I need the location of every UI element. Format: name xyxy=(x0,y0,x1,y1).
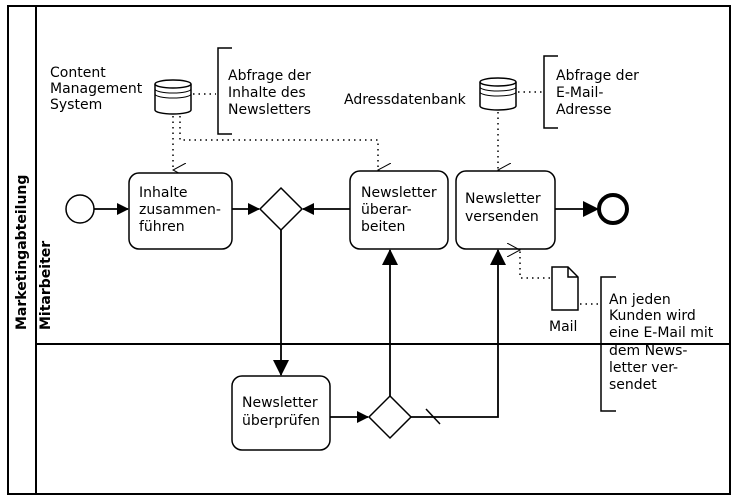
task-label: Inhalte zusammen- führen xyxy=(139,185,225,235)
annotation-line: Abfrage der xyxy=(556,68,639,84)
data-store-adressdatenbank[interactable] xyxy=(479,77,517,111)
database-top xyxy=(479,77,517,87)
task-newsletter-ueberpruefen[interactable]: Newsletter überprüfen xyxy=(231,375,331,451)
cms-label-line: Content xyxy=(50,65,106,81)
annotation-line: E-Mail- xyxy=(556,85,603,101)
task-label: Newsletter überprüfen xyxy=(242,395,322,429)
task-label: Newsletter überar- beiten xyxy=(361,185,441,235)
cms-annotation-text: Abfrage der Inhalte des Newsletters xyxy=(228,68,315,118)
database-icon xyxy=(154,84,192,115)
data-object-mail[interactable] xyxy=(551,266,579,311)
exclusive-gateway-merge[interactable] xyxy=(258,186,304,232)
annotation-line: Newsletters xyxy=(228,102,311,118)
cms-label: Content Management System xyxy=(50,65,147,113)
annotation-line: Adresse xyxy=(556,102,611,118)
task-label-line: überprüfen xyxy=(242,413,320,429)
adressdatenbank-label: Adressdatenbank xyxy=(344,92,467,108)
annotation-line: sendet xyxy=(609,377,657,393)
database-top xyxy=(154,79,192,89)
task-label-line: zusammen- xyxy=(139,202,221,218)
annotation-line: Kunden wird xyxy=(609,308,696,324)
annotation-line: Abfrage der xyxy=(228,68,311,84)
cms-label-line: System xyxy=(50,97,102,113)
task-label-line: Inhalte xyxy=(139,185,187,201)
database-lines xyxy=(479,86,517,97)
task-newsletter-versenden[interactable]: Newsletter versenden xyxy=(455,170,556,250)
pool-frame xyxy=(7,5,731,495)
task-label-line: Newsletter xyxy=(242,395,318,411)
task-label-line: beiten xyxy=(361,219,405,235)
sequence-flow-gateway-versenden xyxy=(411,249,506,418)
task-label: Newsletter versenden xyxy=(465,191,545,225)
document-fold xyxy=(567,267,578,278)
cms-label-line: Management xyxy=(50,81,143,97)
task-label-line: führen xyxy=(139,219,185,235)
default-flow-marker xyxy=(425,408,441,425)
task-label-line: Newsletter xyxy=(465,191,541,207)
database-lines xyxy=(154,88,192,99)
task-label-line: Newsletter xyxy=(361,185,437,201)
data-association-versenden-mail xyxy=(520,250,550,279)
task-inhalte-zusammenfuehren[interactable]: Inhalte zusammen- führen xyxy=(128,172,233,250)
annotation-line: eine E-Mail mit xyxy=(609,325,714,341)
exclusive-gateway-decision[interactable] xyxy=(367,394,413,440)
adress-annotation-text: Abfrage der E-Mail- Adresse xyxy=(556,68,643,118)
data-association-cms-ueberarbeiten xyxy=(179,116,378,170)
annotation-line: Inhalte des xyxy=(228,85,306,101)
end-event[interactable] xyxy=(597,193,629,225)
cms-annotation-bracket xyxy=(217,47,232,135)
mail-annotation-text: An jeden Kunden wird eine E-Mail mit dem… xyxy=(609,292,718,393)
task-newsletter-ueberarbeiten[interactable]: Newsletter überar- beiten xyxy=(349,170,449,250)
adress-annotation-bracket xyxy=(543,55,558,129)
pool-label: Marketingabteilung xyxy=(14,175,30,330)
start-event[interactable] xyxy=(65,194,95,224)
data-object-label: Mail xyxy=(549,319,577,335)
annotation-line: An jeden xyxy=(609,292,671,308)
mail-annotation-bracket xyxy=(600,276,616,412)
annotation-line: dem News- xyxy=(609,343,687,359)
task-label-line: versenden xyxy=(465,209,539,225)
task-label-line: überar- xyxy=(361,202,412,218)
data-store-cms[interactable] xyxy=(154,79,192,115)
document-icon xyxy=(551,266,579,311)
lane-label-mitarbeiter: Mitarbeiter xyxy=(38,241,54,330)
annotation-line: letter ver- xyxy=(609,360,678,376)
